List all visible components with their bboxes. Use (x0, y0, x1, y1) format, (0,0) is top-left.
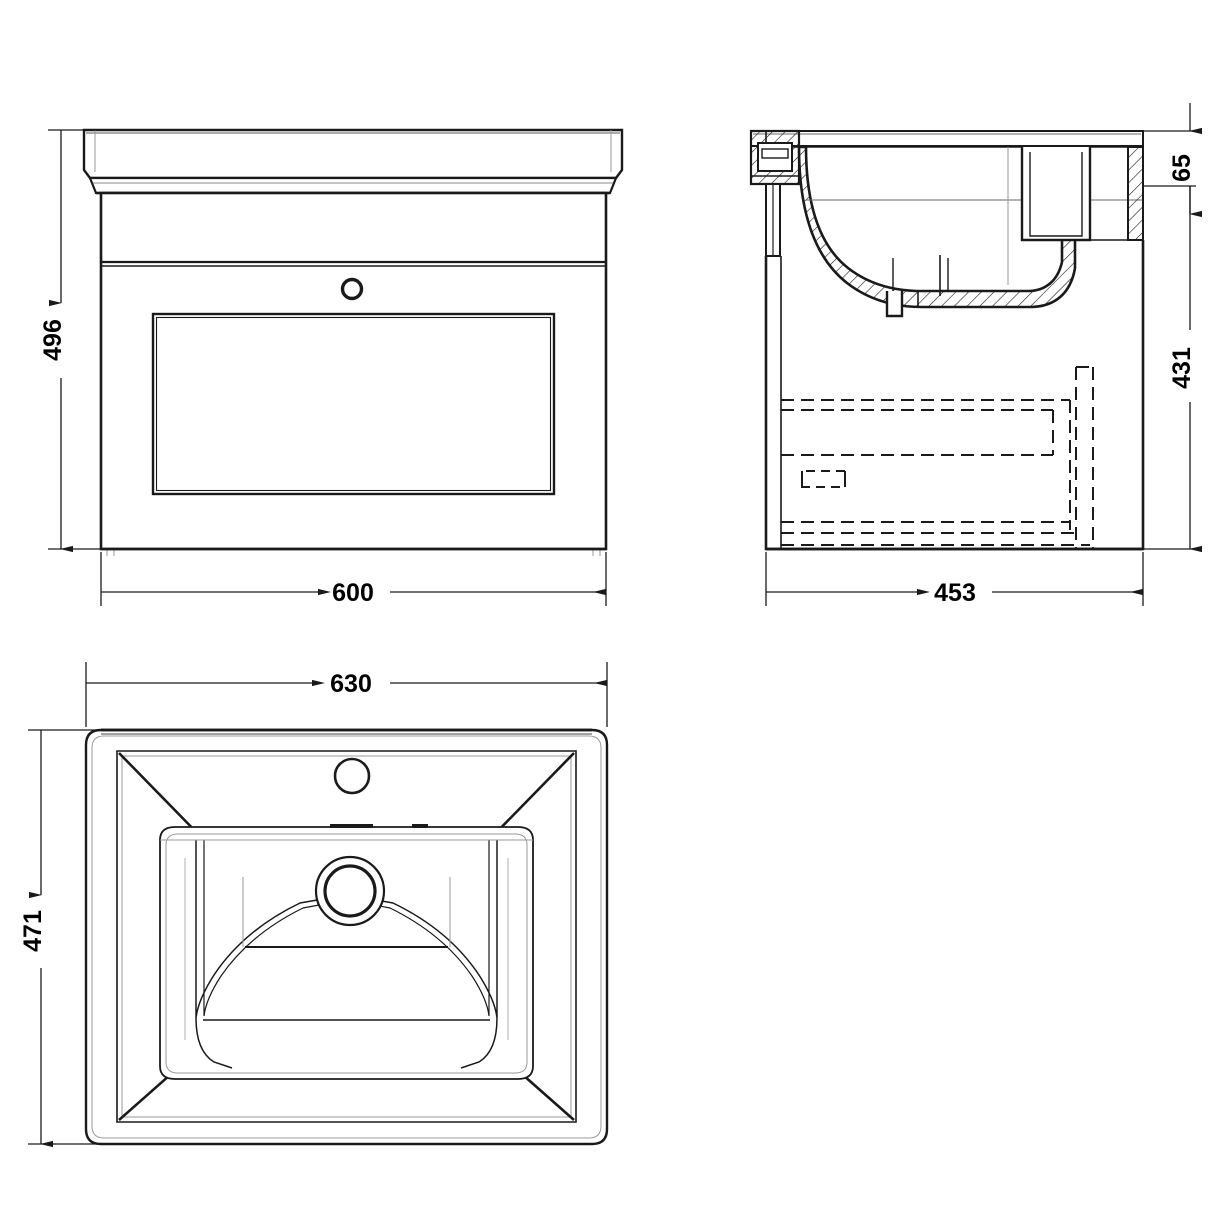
side-cabinet-carcass (764, 240, 1145, 551)
dimension-label-65: 65 (1168, 154, 1196, 182)
side-overflow-block (749, 129, 801, 186)
front-drawer-panel[interactable] (151, 312, 556, 496)
side-hidden-drawer (781, 399, 1090, 546)
plan-view (84, 728, 609, 1146)
plan-tap-hole[interactable] (333, 757, 371, 795)
side-hidden-catch (801, 470, 846, 488)
front-elevation-view (82, 128, 624, 556)
side-section-view (749, 129, 1145, 551)
dimension-depth-453: 453 (765, 552, 1144, 607)
side-basin-top-plate (750, 130, 1144, 147)
side-overflow-riser (1020, 146, 1144, 242)
dimension-label-496: 496 (39, 319, 67, 361)
side-back-plate (765, 183, 781, 257)
plan-waste-hole[interactable] (314, 855, 386, 927)
dimension-height-496: 496 (39, 129, 140, 553)
plan-bowl-interior (184, 840, 509, 1069)
dimension-label-600: 600 (332, 579, 374, 607)
front-drawer-knob-hole[interactable] (340, 277, 364, 301)
dimension-label-431: 431 (1168, 347, 1196, 389)
plan-deck-marks (160, 824, 533, 841)
front-basin-top (82, 128, 624, 195)
dimension-label-471: 471 (19, 910, 47, 952)
dimension-cabinet-height-431: 431 (1143, 186, 1202, 553)
dimension-basin-depth-471: 471 (19, 729, 100, 1148)
dimension-width-600: 600 (100, 552, 607, 607)
dimension-label-630: 630 (330, 670, 372, 698)
dimension-basin-width-630: 630 (85, 662, 608, 727)
plan-basin-bowl-rim (159, 826, 534, 1080)
side-hidden-rail (1075, 366, 1094, 549)
side-waste-outlet (885, 255, 949, 318)
dimension-label-453: 453 (934, 579, 976, 607)
side-basin-cross-section (760, 145, 1143, 309)
